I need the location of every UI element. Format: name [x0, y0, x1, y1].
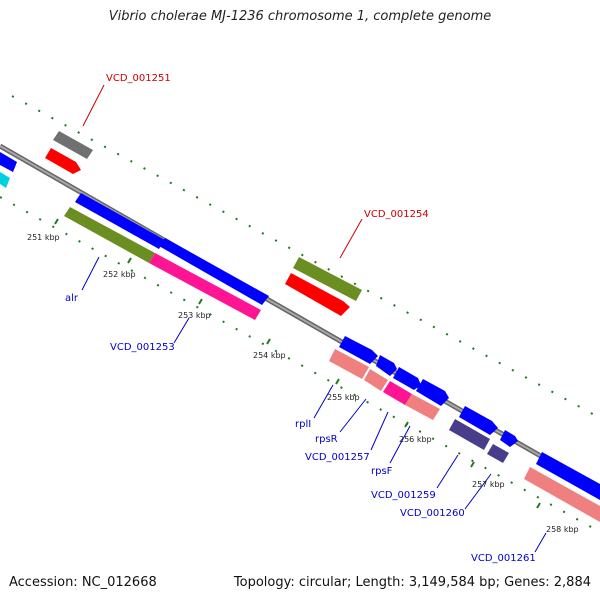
topology-text: Topology: circular; Length: 3,149,584 bp…: [233, 575, 591, 590]
gene-label-vcd001260[interactable]: VCD_001260: [400, 508, 465, 519]
map-title: Vibrio cholerae MJ-1236 chromosome 1, co…: [108, 9, 492, 24]
gene-label-rpsf[interactable]: rpsF: [371, 466, 393, 477]
gene-label-alr[interactable]: alr: [65, 293, 79, 304]
gene-blue-vcd001260[interactable]: [500, 430, 518, 447]
gene-salmon-rpll[interactable]: [329, 349, 369, 379]
gene-label-vcd001257[interactable]: VCD_001257: [305, 452, 370, 463]
outer-dotted-arc: [11, 95, 600, 419]
gene-gray-vcd001251[interactable]: [53, 131, 93, 159]
tick-label: 254 kbp: [253, 351, 286, 360]
gene-blue-upper[interactable]: [75, 193, 165, 249]
gene-blue-rpsr[interactable]: [376, 355, 397, 376]
gene-label-rpli[interactable]: rplI: [295, 419, 311, 430]
inner-dotted-arc: [0, 196, 600, 533]
gene-salmon-rpsr[interactable]: [364, 369, 388, 391]
tick-label: 255 kbp: [327, 393, 360, 402]
callout-lines: [81, 84, 547, 553]
chromosome-backbone: [0, 143, 600, 493]
gene-blue-upper-2[interactable]: [159, 238, 269, 305]
tick-label: 253 kbp: [178, 311, 211, 320]
gene-red-vcd001254[interactable]: [285, 273, 350, 316]
gene-label-rpsr[interactable]: rpsR: [315, 434, 338, 445]
tick-marks: [54, 218, 541, 509]
gene-blue-rpsf[interactable]: [416, 379, 449, 406]
gene-blue-left-edge[interactable]: [0, 152, 17, 172]
tick-label: 257 kbp: [472, 480, 505, 489]
tick-label: 256 kbp: [399, 435, 432, 444]
gene-blocks: [0, 131, 600, 522]
gene-pink-vcd001257[interactable]: [383, 381, 412, 405]
gene-label-vcd001254[interactable]: VCD_001254: [364, 209, 429, 220]
gene-navy-vcd001259[interactable]: [449, 419, 490, 450]
gene-olive-alr[interactable]: [64, 207, 155, 263]
tick-label: 252 kbp: [103, 270, 136, 279]
gene-pink-vcd001253[interactable]: [149, 253, 261, 320]
gene-blue-vcd001257[interactable]: [393, 367, 421, 390]
gene-cyan-left-edge[interactable]: [0, 172, 10, 188]
gene-label-vcd001261[interactable]: VCD_001261: [471, 553, 536, 564]
gene-navy-vcd001260[interactable]: [487, 444, 509, 463]
tick-label: 258 kbp: [546, 525, 579, 534]
tick-label: 251 kbp: [27, 233, 60, 242]
gene-blue-rpll[interactable]: [339, 336, 378, 364]
gene-blue-vcd001259[interactable]: [459, 406, 498, 435]
accession-text: Accession: NC_012668: [9, 575, 157, 590]
gene-olive-vcd001254[interactable]: [293, 257, 362, 301]
gene-red-vcd001251[interactable]: [45, 148, 81, 174]
gene-salmon-vcd001261[interactable]: [524, 467, 600, 522]
gene-label-vcd001259[interactable]: VCD_001259: [371, 490, 436, 501]
gene-label-vcd001253[interactable]: VCD_001253: [110, 342, 175, 353]
gene-salmon-rpsf[interactable]: [405, 394, 440, 420]
gene-blue-vcd001261[interactable]: [536, 452, 600, 500]
gene-label-vcd001251[interactable]: VCD_001251: [106, 73, 171, 84]
